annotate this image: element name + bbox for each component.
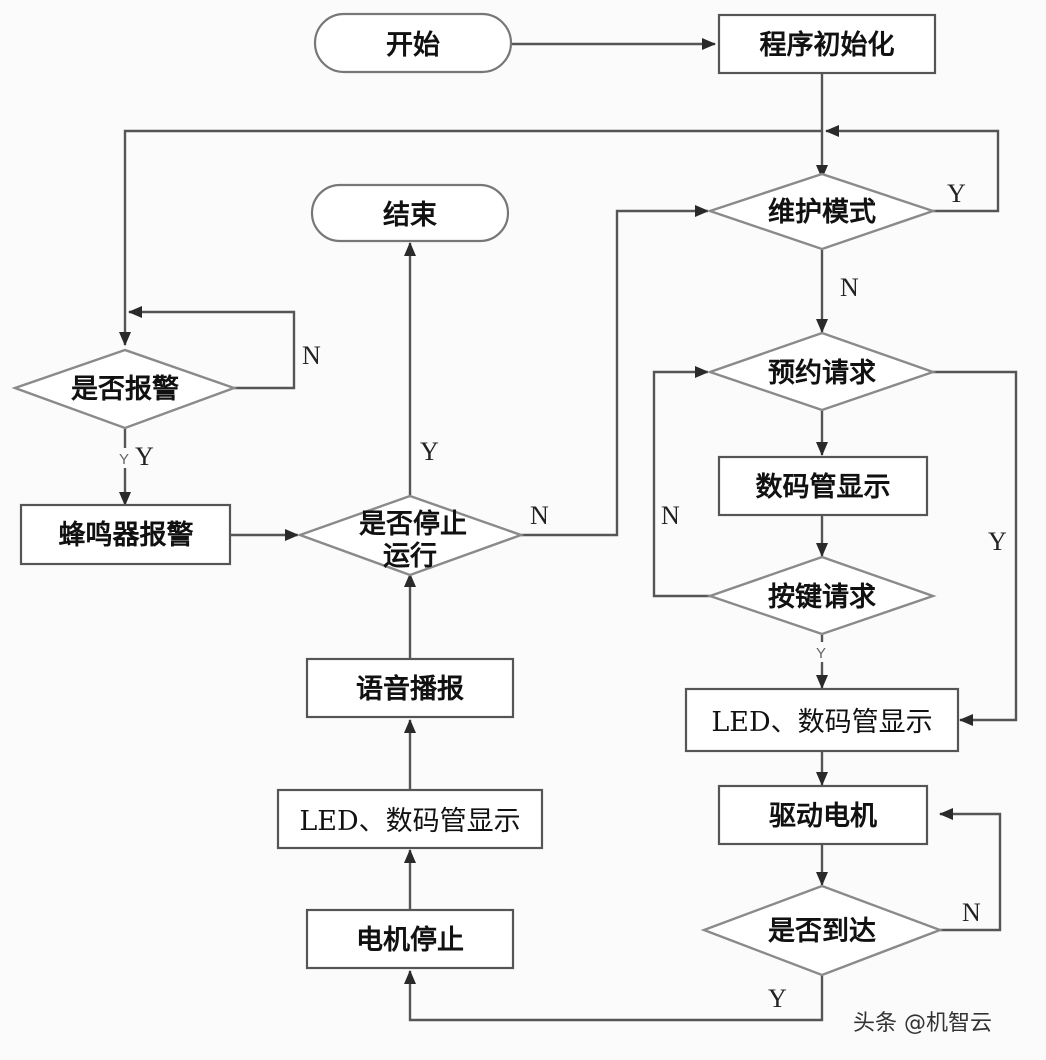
edge-alarm-no-loop xyxy=(128,306,296,390)
edge-stop-no xyxy=(521,205,709,537)
node-stop-running: 是否停止 运行 xyxy=(296,494,525,577)
label-maintenance-yes: Y xyxy=(947,179,966,208)
label-alarm-yes-small: Y xyxy=(119,451,129,468)
label-alarm-no: N xyxy=(302,341,321,370)
node-maintenance: 维护模式 xyxy=(706,172,937,251)
edge-key-no-loop xyxy=(652,366,712,598)
label-alarm-yes: Y xyxy=(135,442,154,471)
node-init: 程序初始化 xyxy=(717,13,937,75)
node-alarm-check-label: 是否报警 xyxy=(71,374,179,405)
label-arrived-no: N xyxy=(962,898,981,927)
node-digit-display-label: 数码管显示 xyxy=(756,472,891,503)
label-key-no: N xyxy=(661,501,680,530)
node-stop-running-label-2: 运行 xyxy=(383,540,437,572)
label-maintenance-no: N xyxy=(840,273,859,302)
node-led-display-right: LED、数码管显示 xyxy=(684,687,960,753)
connectors xyxy=(119,38,1018,1022)
node-digit-display: 数码管显示 xyxy=(717,455,929,517)
label-reservation-yes: Y xyxy=(988,527,1007,556)
edge-reservation-yes xyxy=(933,370,1018,726)
node-stop-running-label-1: 是否停止 xyxy=(359,508,467,540)
node-buzzer: 蜂鸣器报警 xyxy=(19,503,232,566)
edge-loop-to-alarm xyxy=(119,129,822,346)
node-led-display-right-label: LED、数码管显示 xyxy=(711,707,932,738)
node-led-display-left-label: LED、数码管显示 xyxy=(299,806,520,837)
node-drive-motor: 驱动电机 xyxy=(717,784,929,846)
node-reservation-label: 预约请求 xyxy=(768,358,876,389)
node-key-request-label: 按键请求 xyxy=(768,581,876,613)
label-key-yes-small: Y xyxy=(816,645,826,662)
node-init-label: 程序初始化 xyxy=(760,29,895,61)
edge-arrived-yes xyxy=(404,970,824,1022)
node-alarm-check: 是否报警 xyxy=(11,348,238,430)
edge-arrived-no-loop xyxy=(939,808,1002,932)
node-arrived: 是否到达 xyxy=(700,884,944,977)
node-maintenance-label: 维护模式 xyxy=(768,197,876,228)
node-motor-stop: 电机停止 xyxy=(305,908,515,970)
edge-maintenance-yes-loop xyxy=(825,125,1000,213)
node-buzzer-label: 蜂鸣器报警 xyxy=(59,520,194,551)
label-stop-no: N xyxy=(530,501,549,530)
node-led-display-left: LED、数码管显示 xyxy=(276,788,544,850)
watermark: 头条 @机智云 xyxy=(853,1011,992,1036)
node-end: 结束 xyxy=(310,183,510,243)
node-voice-label: 语音播报 xyxy=(356,673,464,705)
label-arrived-yes: Y xyxy=(768,984,787,1013)
node-motor-stop-label: 电机停止 xyxy=(356,924,464,956)
node-reservation: 预约请求 xyxy=(706,331,937,412)
node-start-label: 开始 xyxy=(386,29,440,61)
node-drive-motor-label: 驱动电机 xyxy=(769,801,877,832)
node-key-request: 按键请求 xyxy=(706,555,937,636)
node-voice: 语音播报 xyxy=(305,657,515,719)
node-end-label: 结束 xyxy=(383,200,437,231)
node-arrived-label: 是否到达 xyxy=(768,916,876,947)
label-stop-yes: Y xyxy=(420,437,439,466)
node-start: 开始 xyxy=(313,12,513,74)
